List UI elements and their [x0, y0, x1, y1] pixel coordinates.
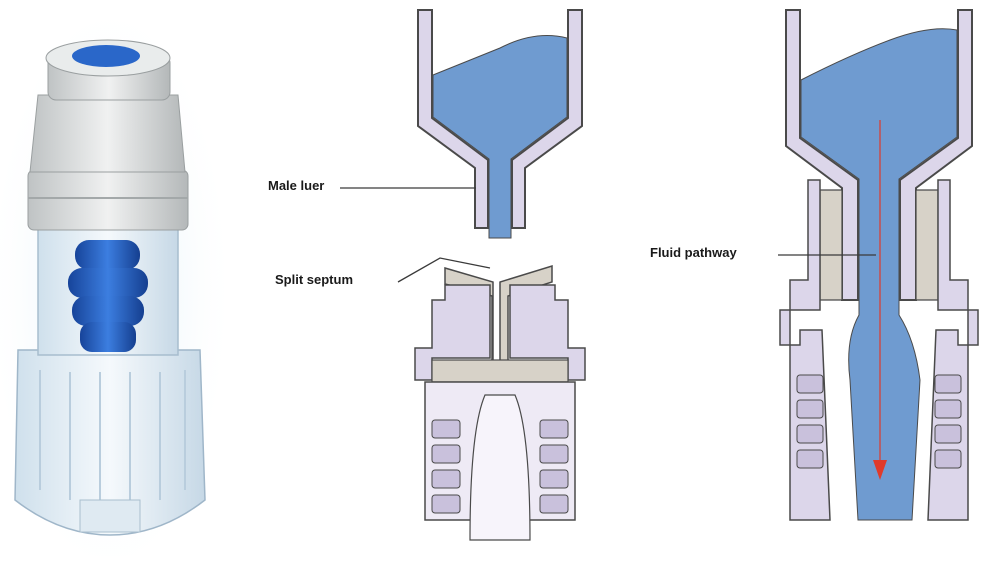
photo-grey-ring: [27, 169, 189, 231]
photo-grey-cap: [29, 94, 186, 173]
male-luer-label: Male luer: [268, 178, 325, 193]
fluid-pathway-label: Fluid pathway: [650, 245, 737, 260]
fluid-fill-top: [432, 35, 568, 239]
inner-channel: [469, 394, 531, 541]
photo-blue-top: [72, 45, 140, 67]
connected-diagram: [778, 9, 979, 521]
thread-teeth-left: [431, 419, 461, 514]
split-septum-label: Split septum: [275, 272, 354, 287]
photo-tip: [79, 499, 141, 533]
fluid-pathway: [800, 28, 958, 521]
photo-base-ribs: [39, 370, 186, 505]
flow-arrow-head: [873, 460, 887, 480]
septum-open-right: [915, 189, 939, 301]
female-housing: [414, 284, 586, 381]
split-septum-leader: [397, 257, 491, 283]
septum-open-left: [819, 189, 843, 301]
connected-threads: [796, 374, 962, 469]
disconnected-diagram: [340, 9, 586, 541]
photo-clear-base: [14, 349, 206, 536]
connected-luer-wall-left: [785, 9, 859, 301]
photo-blue-valve: [68, 240, 148, 352]
connected-luer-wall-right: [899, 9, 973, 301]
connector-photo: [0, 20, 225, 560]
thread-teeth-right: [539, 419, 569, 514]
male-luer-wall: [417, 9, 489, 229]
